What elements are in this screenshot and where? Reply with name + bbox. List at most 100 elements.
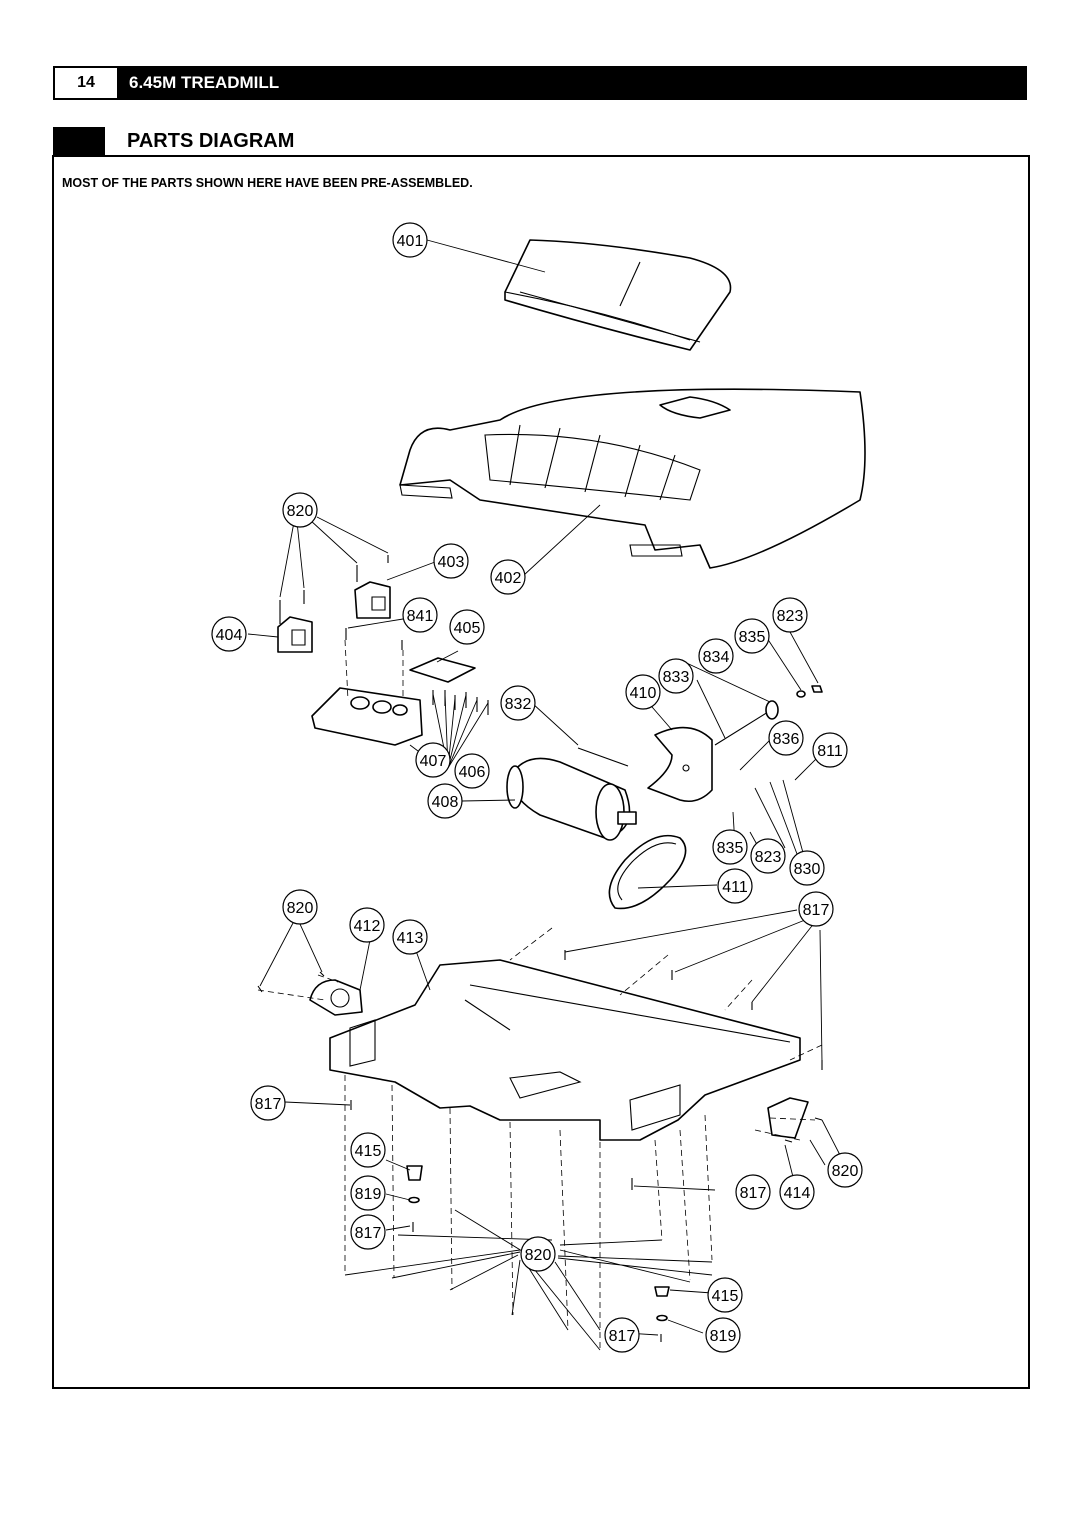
callout-817-right: 817 xyxy=(735,1174,771,1210)
callout-403: 403 xyxy=(433,543,469,579)
part-404-component-box xyxy=(277,616,313,653)
callout-833-label: 833 xyxy=(663,669,690,686)
callout-401: 401 xyxy=(392,222,428,258)
callout-819-front: 819 xyxy=(350,1175,386,1211)
callout-414-label: 414 xyxy=(784,1185,811,1202)
callout-834: 834 xyxy=(698,638,734,674)
callout-405-label: 405 xyxy=(454,620,481,637)
callout-835-bottom-label: 835 xyxy=(717,840,744,857)
leader-lines xyxy=(247,239,841,1351)
part-833-bolt xyxy=(714,711,769,746)
callout-817-right-label: 817 xyxy=(740,1185,767,1202)
page-number: 14 xyxy=(55,68,117,98)
part-835-washer xyxy=(796,690,806,698)
part-403-component-box xyxy=(354,581,391,619)
callout-412-label: 412 xyxy=(354,918,381,935)
callout-841: 841 xyxy=(402,597,438,633)
callout-410-label: 410 xyxy=(630,685,657,702)
callout-408-label: 408 xyxy=(432,794,459,811)
callout-402-label: 402 xyxy=(495,570,522,587)
part-406-fasteners xyxy=(432,690,489,715)
callout-817-left: 817 xyxy=(250,1085,286,1121)
callout-820-top: 820 xyxy=(282,492,318,528)
callout-830: 830 xyxy=(789,850,825,886)
callout-407-label: 407 xyxy=(420,753,447,770)
callout-836: 836 xyxy=(768,720,804,756)
part-408-drive-motor xyxy=(506,757,637,841)
screw-marks xyxy=(257,555,823,1342)
part-410-motor-bracket xyxy=(647,726,713,803)
part-415-foot-front xyxy=(406,1165,423,1181)
callout-411-label: 411 xyxy=(722,879,748,896)
callout-823-bottom: 823 xyxy=(750,838,786,874)
callout-415-front: 415 xyxy=(350,1132,386,1168)
callout-835-top-label: 835 xyxy=(739,629,766,646)
callout-403-label: 403 xyxy=(438,554,465,571)
page-header-bar: 14 6.45M TREADMILL xyxy=(53,66,1027,100)
callout-410: 410 xyxy=(625,674,661,710)
callout-820-bottom: 820 xyxy=(520,1236,556,1272)
callout-817-bottom-label: 817 xyxy=(609,1328,636,1345)
part-407-controller-board xyxy=(311,687,423,746)
callout-402: 402 xyxy=(490,559,526,595)
part-819-washer-front xyxy=(408,1196,420,1204)
callout-404: 404 xyxy=(211,616,247,652)
callout-820-right: 820 xyxy=(827,1152,863,1188)
callout-817-left-label: 817 xyxy=(255,1096,282,1113)
manual-title: 6.45M TREADMILL xyxy=(129,73,280,92)
callout-832-label: 832 xyxy=(505,696,532,713)
callout-411: 411 xyxy=(717,868,753,904)
callout-823-top-label: 823 xyxy=(777,608,804,625)
callout-817-lower-left-label: 817 xyxy=(355,1225,382,1242)
callout-830-label: 830 xyxy=(794,861,821,878)
callout-819-front-label: 819 xyxy=(355,1186,382,1203)
diagram-frame xyxy=(52,155,1030,1389)
part-411-drive-belt xyxy=(608,834,687,910)
callout-819-rear: 819 xyxy=(705,1317,741,1353)
callout-820-left: 820 xyxy=(282,889,318,925)
callout-406: 406 xyxy=(454,753,490,789)
callout-408: 408 xyxy=(427,783,463,819)
callout-823-top: 823 xyxy=(772,597,808,633)
callout-412: 412 xyxy=(349,907,385,943)
part-402-motor-hood xyxy=(399,388,866,569)
callout-404-label: 404 xyxy=(216,627,243,644)
callout-415-rear-label: 415 xyxy=(712,1288,739,1305)
callout-407: 407 xyxy=(415,742,451,778)
section-marker-block xyxy=(53,127,105,157)
callout-841-label: 841 xyxy=(407,608,434,625)
callout-406-label: 406 xyxy=(459,764,486,781)
callout-405: 405 xyxy=(449,609,485,645)
pre-assembled-note: MOST OF THE PARTS SHOWN HERE HAVE BEEN P… xyxy=(62,176,473,190)
section-title: PARTS DIAGRAM xyxy=(127,130,295,152)
callout-817-bottom: 817 xyxy=(604,1317,640,1353)
callout-834-label: 834 xyxy=(703,649,730,666)
callout-819-rear-label: 819 xyxy=(710,1328,737,1345)
part-415-foot-rear xyxy=(654,1286,670,1297)
callout-413-label: 413 xyxy=(397,930,424,947)
part-834-spring xyxy=(765,700,779,720)
part-405-circuit-board xyxy=(409,657,476,683)
part-414-right-bracket xyxy=(767,1097,809,1139)
callout-414: 414 xyxy=(779,1174,815,1210)
callout-820-bottom-label: 820 xyxy=(525,1247,552,1264)
callout-835-bottom: 835 xyxy=(712,829,748,865)
callout-811-label: 811 xyxy=(817,743,843,760)
callout-823-bottom-label: 823 xyxy=(755,849,782,866)
callout-415-front-label: 415 xyxy=(355,1143,382,1160)
callout-835-top: 835 xyxy=(734,618,770,654)
callout-811: 811 xyxy=(812,732,848,768)
callout-415-rear: 415 xyxy=(707,1277,743,1313)
callout-832: 832 xyxy=(500,685,536,721)
part-832-bolt xyxy=(577,747,629,767)
part-412-left-bracket xyxy=(309,979,363,1016)
part-819-washer-rear xyxy=(656,1314,668,1322)
callout-820-top-label: 820 xyxy=(287,503,314,520)
callout-820-left-label: 820 xyxy=(287,900,314,917)
assembly-lines xyxy=(257,639,823,1348)
callout-820-right-label: 820 xyxy=(832,1163,859,1180)
callout-817-right-top-label: 817 xyxy=(803,902,830,919)
callout-413: 413 xyxy=(392,919,428,955)
part-401-hood-cover xyxy=(504,239,732,351)
